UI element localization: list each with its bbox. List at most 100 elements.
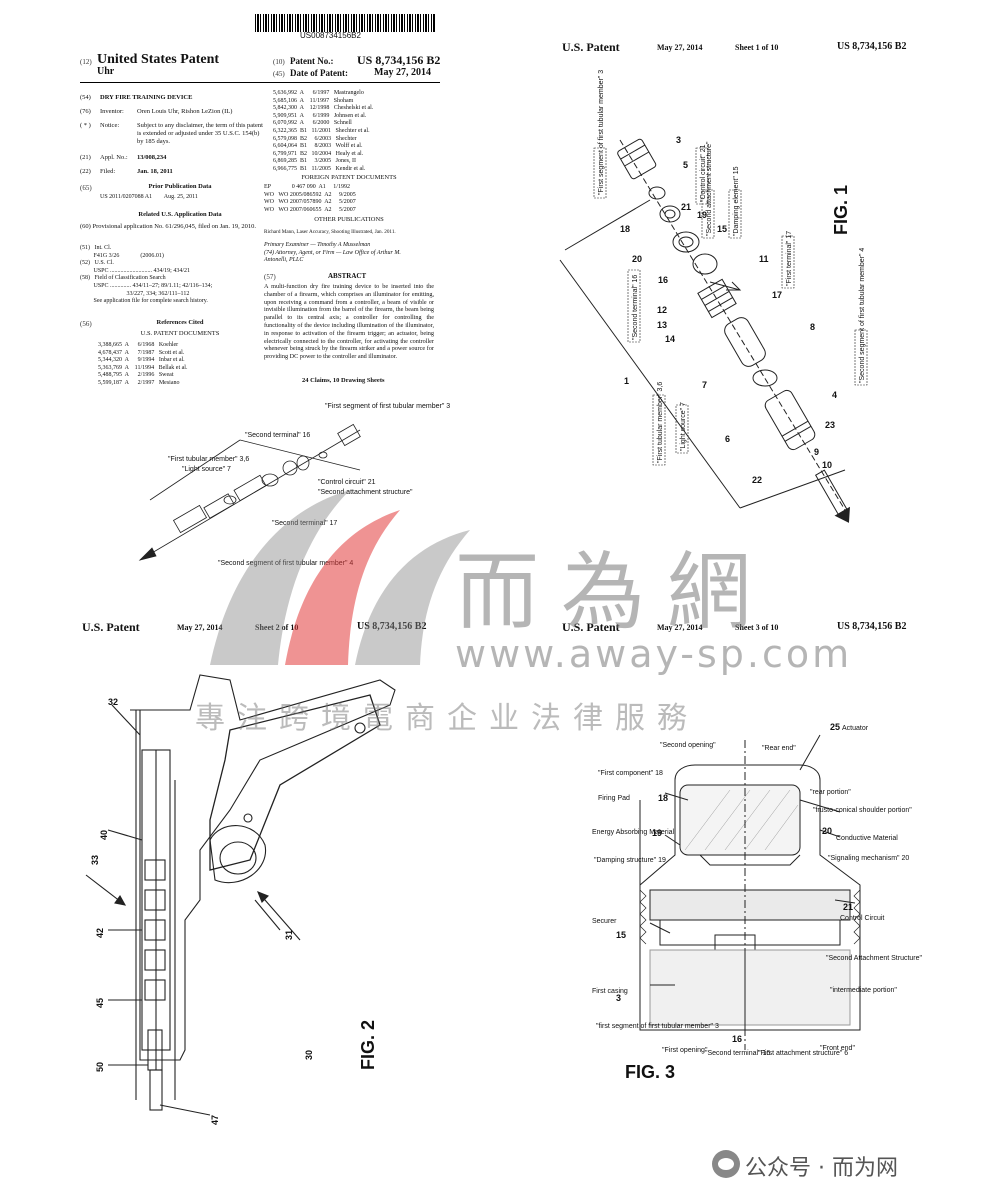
fig3-num-16: 16: [732, 1034, 742, 1044]
fig3-num-18: 18: [658, 793, 668, 803]
fig3-num-3: 3: [616, 993, 621, 1003]
fig2-title: FIG. 2: [358, 1020, 378, 1070]
fig1-num-17: 17: [772, 290, 782, 300]
fig1-num-16: 16: [658, 275, 668, 285]
sheet2-header-left: U.S. Patent: [82, 620, 140, 634]
fig1-num-23: 23: [825, 420, 835, 430]
field-appl-no: (21) Appl. No.: 13/008,234: [80, 154, 167, 161]
fig1-num-7: 7: [702, 380, 707, 390]
code-10: (10): [273, 58, 285, 66]
fig3-first-casing: First casing: [592, 988, 628, 995]
claims-summary: 24 Claims, 10 Drawing Sheets: [302, 377, 385, 384]
fig3-first-component: "First component" 18: [598, 770, 663, 777]
fig3-num-20: 20: [822, 826, 832, 836]
fig1-num-4: 4: [832, 390, 837, 400]
fig3-num-25: 25: [830, 722, 840, 732]
fig3-energy: Energy Absorbing Material: [592, 829, 675, 836]
fig1-label-light-source: "Light source" 7: [680, 402, 687, 451]
cover-label-light-source: "Light source" 7: [182, 466, 231, 473]
fig3-num-21: 21: [843, 902, 853, 912]
prior-pub-heading: Prior Publication Data: [148, 183, 212, 190]
code-12: (12): [80, 58, 92, 66]
fig3-control-circuit: Control Circuit: [840, 915, 884, 922]
fig1-label-second-terminal: "Second terminal" 16: [632, 275, 639, 340]
fig1-num-19: 19: [697, 210, 707, 220]
cover-figure: "First tubular member" 3,6 "Light source…: [138, 403, 450, 567]
fig3-first-segment: "first segment of first tubular member" …: [596, 1023, 719, 1030]
fig3-rear-portion: "rear portion": [810, 789, 851, 796]
sheet3-sheet-no: Sheet 3 of 10: [735, 623, 779, 632]
fig1-title: FIG. 1: [831, 185, 851, 235]
fig3-damping: "Damping structure" 19: [594, 857, 666, 864]
fig1-num-8: 8: [810, 322, 815, 332]
patent-type-title: United States Patent: [97, 52, 220, 67]
refs-heading: References Cited: [156, 319, 204, 326]
fig1-num-3: 3: [676, 135, 681, 145]
watermark-brand: 而為網: [455, 543, 774, 641]
fig3-firing-pad: Firing Pad: [598, 795, 630, 802]
classification: (51) Int. Cl. F41G 3/26 (2006.01) (52) U…: [80, 245, 213, 305]
fig1-num-10: 10: [822, 460, 832, 470]
fig1-num-11: 11: [759, 254, 769, 264]
watermark-logo: [210, 490, 470, 665]
sheet1-date: May 27, 2014: [657, 43, 703, 52]
fig2-num-31: 31: [284, 930, 294, 940]
fig2-num-42: 42: [95, 928, 105, 938]
fig3-rear-end: "Rear end": [762, 745, 796, 752]
fig3-num-15: 15: [616, 930, 626, 940]
fig2-drawing: 32 40 33 42 45 50 47 31 30 FIG. 2: [85, 674, 396, 1125]
field-notice: ( * ) Notice: Subject to any disclaimer,…: [80, 122, 263, 145]
fig2-num-50: 50: [95, 1062, 105, 1072]
related-app: (60) Provisional application No. 61/296,…: [80, 223, 257, 230]
fig2-num-30: 30: [304, 1050, 314, 1060]
sheet2-patent-no: US 8,734,156 B2: [357, 621, 427, 632]
fig1-num-20: 20: [632, 254, 642, 264]
fig1-label-second-attach: "Second attachment structure": [706, 141, 713, 236]
sheet-2: U.S. Patent May 27, 2014 Sheet 2 of 10 U…: [0, 600, 500, 1200]
watermark-url: www.away-sp.com: [455, 632, 853, 676]
other-pub-heading: OTHER PUBLICATIONS: [314, 216, 384, 223]
foreign-heading: FOREIGN PATENT DOCUMENTS: [301, 174, 397, 181]
inventor-surname: Uhr: [97, 66, 115, 77]
fig1-label-control-circuit: "Control circuit" 21: [700, 144, 707, 202]
other-pub: Richard Mann, Laser Accuracy, Shooting I…: [264, 229, 396, 235]
sheet2-sheet-no: Sheet 2 of 10: [255, 623, 299, 632]
fig2-num-33: 33: [90, 855, 100, 865]
prior-pub: US 2011/0207088 A1 Aug. 25, 2011: [100, 194, 198, 200]
fig1-num-15: 15: [717, 224, 727, 234]
sheet2-date: May 27, 2014: [177, 623, 223, 632]
abstract-heading: ABSTRACT: [328, 272, 367, 280]
cover-label-first-segment: "First segment of first tubular member" …: [325, 403, 450, 410]
fig3-num-19: 19: [652, 828, 662, 838]
barcode: [255, 14, 435, 32]
sheet3-patent-no: US 8,734,156 B2: [837, 621, 907, 632]
fig1-label-first-tubular: "First tubular member" 3,6: [657, 382, 664, 463]
sheet1-header-left: U.S. Patent: [562, 40, 620, 54]
refs-subheading: U.S. PATENT DOCUMENTS: [140, 330, 220, 337]
fig3-first-opening: "First opening": [662, 1047, 708, 1054]
cover-label-second-terminal: "Second terminal" 16: [245, 432, 310, 439]
fig1-num-1: 1: [624, 376, 629, 386]
cover-page: US008734156B2 (12) United States Patent …: [0, 0, 500, 600]
footer-account: 公众号 · 而为网: [745, 1156, 898, 1181]
cover-label-second-attach: "Second attachment structure": [318, 489, 413, 496]
fig1-num-22: 22: [752, 475, 762, 485]
fig1-label-damping: "Damping element" 15: [733, 166, 740, 236]
fig3-second-attach: "Second Attachment Structure": [826, 955, 923, 962]
related-heading: Related U.S. Application Data: [138, 211, 222, 218]
patent-no-label: Patent No.:: [290, 56, 334, 66]
cover-label-control-circuit: "Control circuit" 21: [318, 479, 376, 486]
date-label: Date of Patent:: [290, 68, 348, 78]
fig3-conductive: Conductive Material: [836, 835, 898, 842]
fig1-num-9: 9: [814, 447, 819, 457]
field-inventor: (76) Inventor: Oren Louis Uhr, Rishon Le…: [80, 108, 233, 115]
fig3-securer: Securer: [592, 918, 617, 925]
fig1-num-12: 12: [657, 305, 667, 315]
sheet-3: U.S. Patent May 27, 2014 Sheet 3 of 10 U…: [500, 600, 1000, 1200]
fig3-signaling: "Signaling mechanism" 20: [828, 855, 909, 862]
sheet3-date: May 27, 2014: [657, 623, 703, 632]
cover-label-first-terminal: "Second terminal" 17: [272, 520, 337, 527]
sheet-1: U.S. Patent May 27, 2014 Sheet 1 of 10 U…: [500, 0, 1000, 600]
cover-label-first-tubular: "First tubular member" 3,6: [168, 456, 249, 463]
field-title: (54) DRY FIRE TRAINING DEVICE: [80, 94, 193, 101]
